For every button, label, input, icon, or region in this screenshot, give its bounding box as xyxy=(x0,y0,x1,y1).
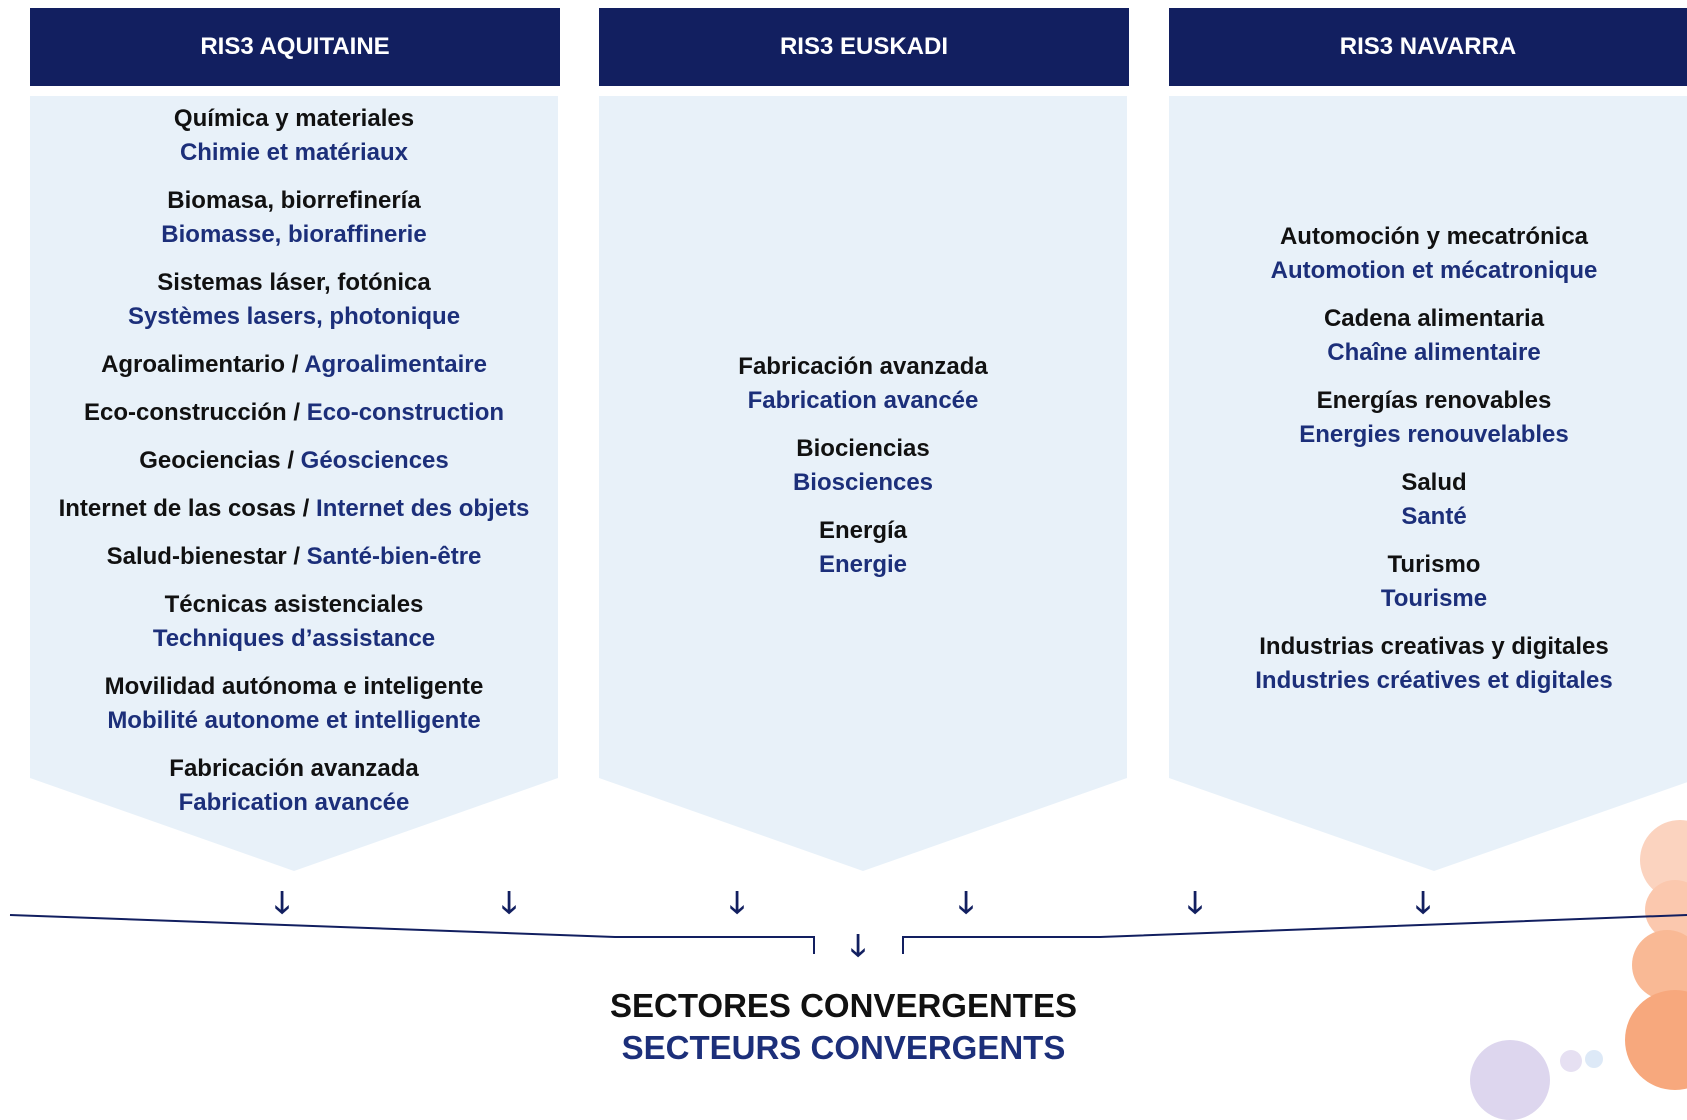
item-es: Internet de las cosas / xyxy=(58,495,310,522)
header-navarra-label: RIS3 NAVARRA xyxy=(1339,33,1517,60)
right-bracket-line xyxy=(902,914,1687,954)
panel-euskadi: Fabricación avanzada Fabrication avancée… xyxy=(599,96,1127,871)
left-bracket-line xyxy=(9,914,815,954)
item-es: Eco-construcción / xyxy=(83,399,301,426)
conclusion-es: SECTORES CONVERGENTES xyxy=(610,987,1077,1024)
item-es: Química y materiales xyxy=(173,105,415,132)
item-fr: Automotion et mécatronique xyxy=(1270,257,1598,284)
item-fr: Fabrication avancée xyxy=(178,789,410,816)
list-item: Fabricación avanzada Fabrication avancée xyxy=(738,350,987,418)
down-arrow-icon: 🡓 xyxy=(501,887,517,920)
item-fr: Biomasse, bioraffinerie xyxy=(161,221,427,248)
item-fr: Internet des objets xyxy=(316,495,530,522)
item-fr: Fabrication avancée xyxy=(747,387,979,414)
item-fr: Chaîne alimentaire xyxy=(1327,339,1541,366)
item-fr: Systèmes lasers, photonique xyxy=(127,303,461,330)
header-aquitaine: RIS3 AQUITAINE xyxy=(30,8,560,86)
panel-navarra: Automoción y mecatrónica Automotion et m… xyxy=(1169,96,1687,871)
list-item: Eco-construcción / Eco-construction xyxy=(84,396,504,430)
item-es: Biociencias xyxy=(796,435,930,462)
item-es: Automoción y mecatrónica xyxy=(1279,223,1589,250)
item-es: Técnicas asistenciales xyxy=(164,591,424,618)
header-aquitaine-label: RIS3 AQUITAINE xyxy=(200,33,390,60)
item-fr: Industries créatives et digitales xyxy=(1255,667,1613,694)
list-item: Técnicas asistenciales Techniques d’assi… xyxy=(153,588,435,656)
item-es: Movilidad autónoma e inteligente xyxy=(104,673,484,700)
list-item: Internet de las cosas / Internet des obj… xyxy=(59,492,530,526)
list-item: Fabricación avanzada Fabrication avancée xyxy=(169,752,418,820)
item-fr: Chimie et matériaux xyxy=(179,139,409,166)
down-arrow-icon: 🡓 xyxy=(850,930,866,963)
item-es: Fabricación avanzada xyxy=(169,755,419,782)
item-fr: Tourisme xyxy=(1380,585,1488,612)
item-es: Salud-bienestar / xyxy=(106,543,300,570)
list-item: Química y materiales Chimie et matériaux xyxy=(174,102,414,170)
item-fr: Géosciences xyxy=(300,447,449,474)
item-es: Biomasa, biorrefinería xyxy=(167,187,421,214)
item-es: Salud xyxy=(1401,469,1467,496)
down-arrow-icon: 🡓 xyxy=(729,887,745,920)
item-es: Cadena alimentaria xyxy=(1323,305,1545,332)
item-fr: Santé-bien-être xyxy=(306,543,482,570)
item-es: Turismo xyxy=(1387,551,1481,578)
conclusion-fr: SECTEURS CONVERGENTS xyxy=(621,1029,1066,1066)
list-item: Geociencias / Géosciences xyxy=(139,444,449,478)
down-arrow-icon: 🡓 xyxy=(1187,887,1203,920)
item-es: Agroalimentario / xyxy=(101,351,299,378)
list-item: Biociencias Biosciences xyxy=(793,432,933,500)
down-arrow-icon: 🡓 xyxy=(958,887,974,920)
item-fr: Energie xyxy=(818,551,908,578)
item-es: Industrias creativas y digitales xyxy=(1259,633,1609,660)
list-item: Energía Energie xyxy=(819,514,907,582)
item-fr: Techniques d’assistance xyxy=(152,625,436,652)
item-es: Fabricación avanzada xyxy=(738,353,988,380)
list-item: Biomasa, biorrefinería Biomasse, bioraff… xyxy=(161,184,426,252)
item-es: Energía xyxy=(818,517,908,544)
item-fr: Energies renouvelables xyxy=(1299,421,1569,448)
down-arrow-icon: 🡓 xyxy=(274,887,290,920)
convergent-sectors-title: SECTORES CONVERGENTES SECTEURS CONVERGEN… xyxy=(0,985,1687,1069)
header-navarra: RIS3 NAVARRA xyxy=(1169,8,1687,86)
decorative-circle xyxy=(1585,1050,1603,1068)
item-es: Sistemas láser, fotónica xyxy=(157,269,431,296)
list-item: Industrias creativas y digitales Industr… xyxy=(1255,630,1612,698)
list-item: Movilidad autónoma e inteligente Mobilit… xyxy=(105,670,484,738)
item-fr: Biosciences xyxy=(792,469,934,496)
header-euskadi: RIS3 EUSKADI xyxy=(599,8,1129,86)
list-item: Cadena alimentaria Chaîne alimentaire xyxy=(1324,302,1544,370)
item-fr: Agroalimentaire xyxy=(304,351,487,378)
list-item: Agroalimentario / Agroalimentaire xyxy=(101,348,487,382)
list-item: Turismo Tourisme xyxy=(1381,548,1487,616)
item-es: Energías renovables xyxy=(1316,387,1552,414)
down-arrow-icon: 🡓 xyxy=(1415,887,1431,920)
panel-aquitaine: Química y materiales Chimie et matériaux… xyxy=(30,96,558,871)
list-item: Salud Santé xyxy=(1401,466,1466,534)
header-euskadi-label: RIS3 EUSKADI xyxy=(779,33,949,60)
list-item: Energías renovables Energies renouvelabl… xyxy=(1299,384,1568,452)
list-item: Automoción y mecatrónica Automotion et m… xyxy=(1271,220,1598,288)
list-item: Sistemas láser, fotónica Systèmes lasers… xyxy=(128,266,460,334)
item-es: Geociencias / xyxy=(139,447,294,474)
item-fr: Mobilité autonome et intelligente xyxy=(107,707,481,734)
item-fr: Santé xyxy=(1401,503,1467,530)
list-item: Salud-bienestar / Santé-bien-être xyxy=(107,540,482,574)
item-fr: Eco-construction xyxy=(306,399,505,426)
